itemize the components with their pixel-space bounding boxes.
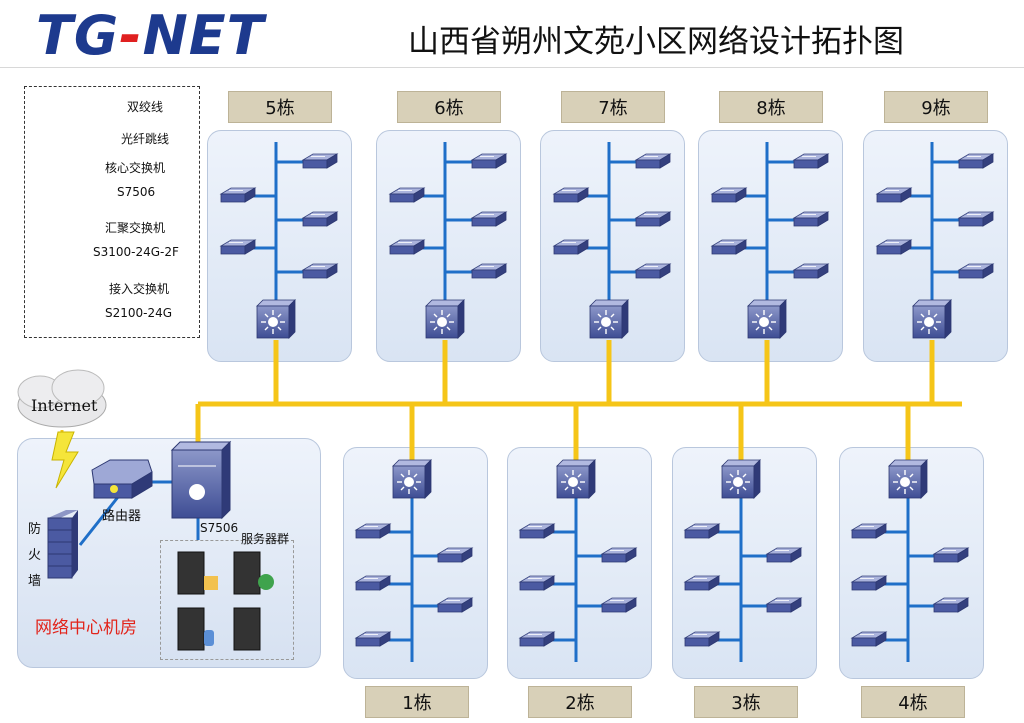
firewall-label-2: 火	[28, 548, 42, 563]
server-icons	[177, 551, 274, 651]
server-group-box	[160, 540, 294, 660]
internet-label: Internet	[31, 396, 98, 415]
building-tag-3: 3栋	[694, 686, 798, 718]
building-tag-6: 6栋	[397, 91, 501, 123]
router-label: 路由器	[102, 509, 142, 524]
building-tag-2: 2栋	[528, 686, 632, 718]
lightning-icon	[51, 431, 79, 489]
legend-agg-name: 汇聚交换机	[105, 221, 166, 235]
building-tag-7: 7栋	[561, 91, 665, 123]
internet-cloud-icon	[17, 369, 107, 428]
building-tag-5: 5栋	[228, 91, 332, 123]
server-group-label: 服务器群	[241, 532, 290, 546]
access-switches-bottom	[355, 523, 969, 647]
legend-access-name: 接入交换机	[109, 282, 170, 296]
fiber-backbone	[60, 340, 962, 460]
legend-core-model: S7506	[117, 185, 156, 199]
legend-agg-model: S3100-24G-2F	[93, 245, 179, 259]
access-switches-top	[220, 153, 994, 279]
legend-twisted-pair-label: 双绞线	[127, 100, 164, 114]
router-icon	[91, 459, 153, 499]
building-tag-1: 1栋	[365, 686, 469, 718]
building-tag-9: 9栋	[884, 91, 988, 123]
legend-fiber-label: 光纤跳线	[121, 132, 170, 146]
building-tag-4: 4栋	[861, 686, 965, 718]
logo: TG-NET	[36, 4, 265, 67]
legend-core-name: 核心交换机	[105, 161, 166, 175]
core-switch-label: S7506	[200, 521, 239, 535]
firewall-icon	[47, 510, 78, 579]
core-switch-icon	[170, 440, 232, 520]
aggregation-switches	[256, 299, 952, 499]
firewall-label-3: 墙	[28, 574, 42, 589]
legend: 双绞线 光纤跳线 核心交换机 S7506 汇聚交换机 S3100-24G-2F …	[24, 86, 200, 338]
datacenter-label: 网络中心机房	[35, 618, 137, 638]
header: TG-NET 山西省朔州文苑小区网络设计拓扑图	[0, 0, 1024, 68]
firewall-label-1: 防	[28, 522, 42, 537]
building-tag-8: 8栋	[719, 91, 823, 123]
legend-access-model: S2100-24G	[105, 306, 173, 320]
page-title: 山西省朔州文苑小区网络设计拓扑图	[408, 24, 904, 60]
